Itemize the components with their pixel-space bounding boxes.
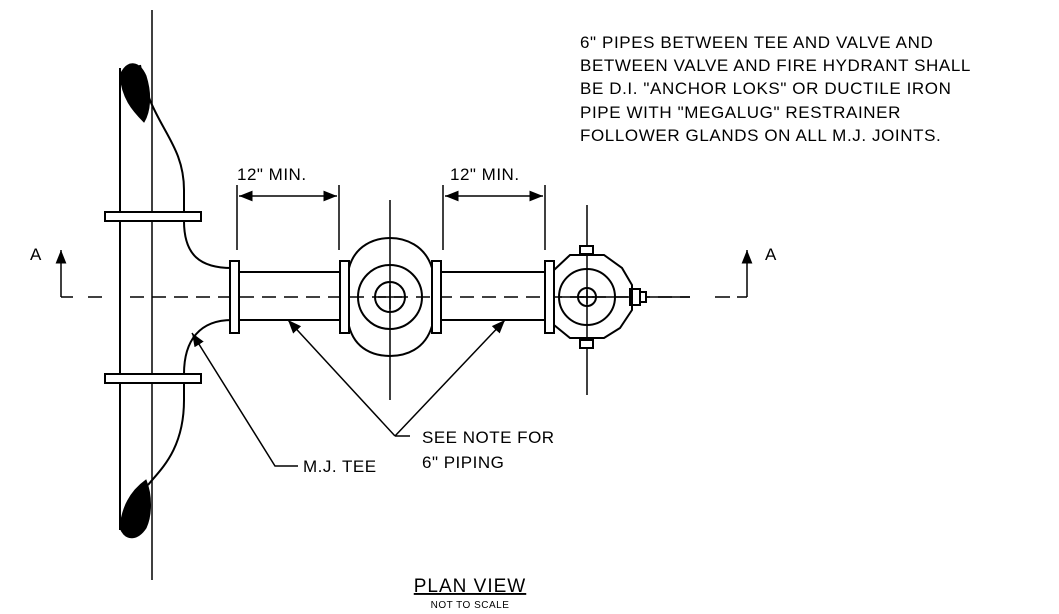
- pipe-break-bottom: [119, 479, 151, 539]
- section-mark-left-label: A: [30, 245, 42, 264]
- piping-callout: SEE NOTE FOR 6" PIPING: [287, 319, 555, 472]
- dimension-right: 12" MIN.: [442, 165, 546, 250]
- title-sub: NOT TO SCALE: [431, 600, 510, 611]
- pipe-break-top: [119, 63, 151, 123]
- dimension-left: 12" MIN.: [236, 165, 340, 250]
- piping-note: 6" PIPES BETWEEN TEE AND VALVE AND BETWE…: [580, 33, 971, 145]
- tee-flange-top: [104, 211, 202, 222]
- section-mark-left: A: [30, 245, 73, 298]
- tee-callout: M.J. TEE: [191, 332, 377, 476]
- note-line-1: 6" PIPES BETWEEN TEE AND VALVE AND: [580, 33, 933, 52]
- title-main: PLAN VIEW: [414, 576, 526, 597]
- note-line-5: FOLLOWER GLANDS ON ALL M.J. JOINTS.: [580, 126, 941, 145]
- dimension-right-label: 12" MIN.: [450, 165, 520, 184]
- drawing-title: PLAN VIEW NOT TO SCALE: [414, 576, 526, 611]
- section-mark-right: A: [737, 245, 777, 298]
- main-pipe: [104, 10, 233, 580]
- dimension-left-label: 12" MIN.: [237, 165, 307, 184]
- tee-flange-bottom: [104, 373, 202, 384]
- piping-callout-line2: 6" PIPING: [422, 453, 504, 472]
- gate-valve: [348, 200, 433, 400]
- note-line-2: BETWEEN VALVE AND FIRE HYDRANT SHALL: [580, 56, 971, 75]
- branch-pipe-2: [431, 260, 555, 334]
- tee-callout-label: M.J. TEE: [303, 457, 377, 476]
- note-line-4: PIPE WITH "MEGALUG" RESTRAINER: [580, 103, 901, 122]
- note-line-3: BE D.I. "ANCHOR LOKS" OR DUCTILE IRON: [580, 79, 952, 98]
- piping-callout-line1: SEE NOTE FOR: [422, 428, 555, 447]
- section-mark-right-label: A: [765, 245, 777, 264]
- fire-hydrant: [553, 205, 690, 395]
